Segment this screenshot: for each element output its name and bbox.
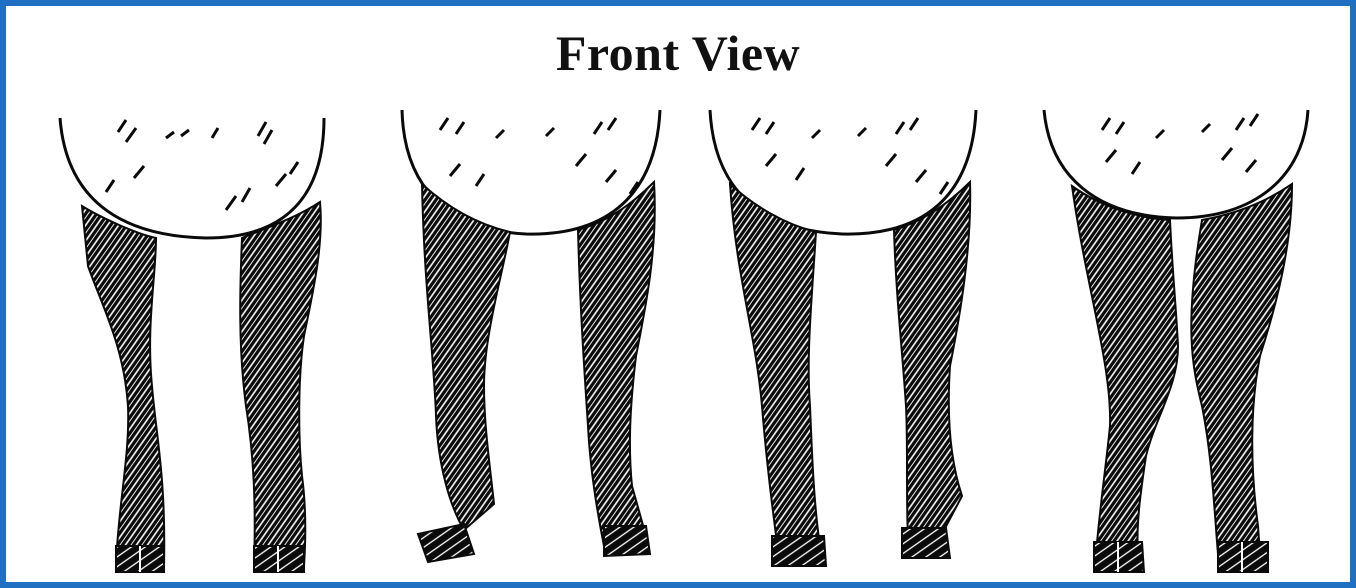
panel-2-legs bbox=[402, 110, 660, 562]
panel-4-right-leg bbox=[1191, 184, 1292, 554]
panel-1-right-leg bbox=[240, 202, 321, 566]
panel-1-left-leg bbox=[82, 206, 164, 566]
panel-3-right-leg bbox=[894, 182, 970, 538]
panel-3-left-leg bbox=[730, 184, 820, 550]
leg-illustrations bbox=[6, 6, 1350, 582]
panel-3-legs bbox=[710, 110, 976, 566]
panel-4-legs bbox=[1044, 110, 1308, 572]
panel-2-right-leg bbox=[578, 182, 655, 546]
panel-2-left-leg bbox=[422, 184, 510, 530]
panel-1-legs bbox=[60, 118, 324, 572]
panel-4-left-leg bbox=[1072, 186, 1178, 554]
